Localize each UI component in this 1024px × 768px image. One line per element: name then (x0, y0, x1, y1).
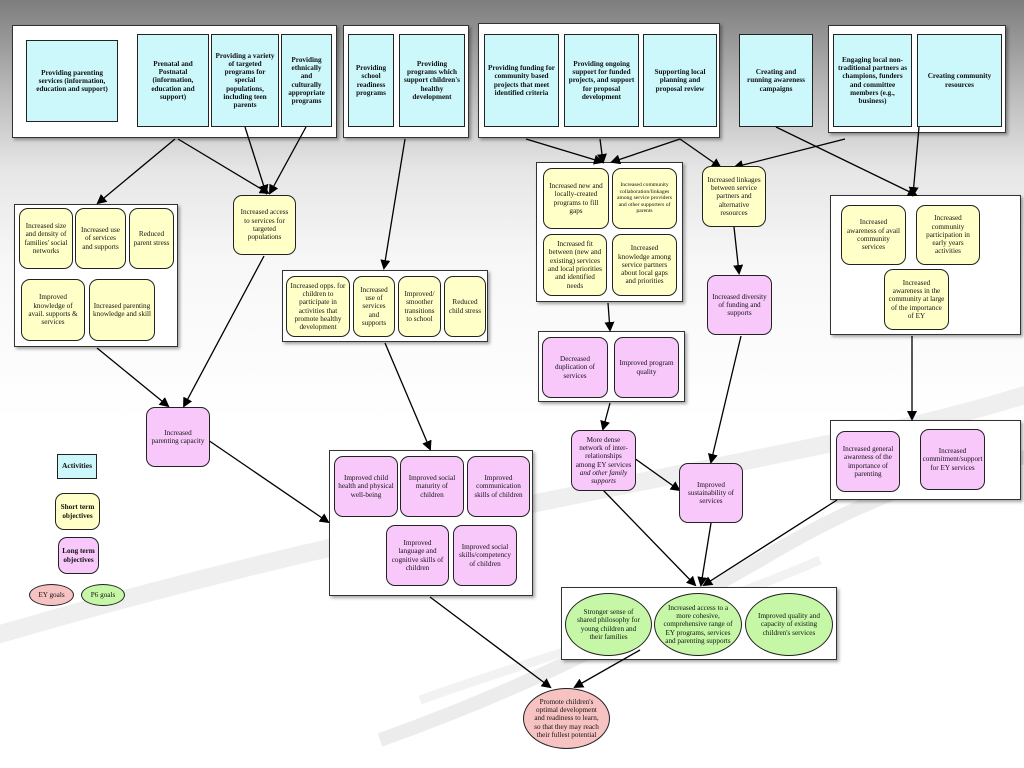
goal-shared-philosophy: Stronger sense of shared philosophy for … (565, 593, 652, 656)
activity-ongoing-support: Providing ongoing support for funded pro… (564, 34, 639, 127)
short-awareness-ey: Increased awareness in the community at … (884, 269, 949, 330)
long-commitment: Increased commitment/support for EY serv… (920, 429, 985, 490)
activity-prenatal-postnatal: Prenatal and Postnatal (information, edu… (137, 34, 209, 127)
long-dense-network: More dense network of inter-relationship… (571, 430, 636, 491)
long-health-wellbeing: Improved child health and physical well-… (334, 456, 398, 517)
short-community-participation: Increased community participation in ear… (916, 205, 980, 265)
legend-p6-goals: P6 goals (81, 584, 125, 606)
short-reduced-parent-stress: Reduced parent stress (129, 208, 174, 269)
short-linkages: Increased linkages between service partn… (702, 166, 766, 227)
short-access-targeted: Increased access to services for targete… (233, 195, 296, 255)
short-use-services-child: Increased use of services and supports (353, 276, 395, 337)
activity-healthy-development: Providing programs which support childre… (399, 34, 465, 127)
activity-funding-projects: Providing funding for community based pr… (484, 34, 559, 127)
short-use-services-family: Increased use of services and supports (75, 208, 126, 269)
short-opps-participate: Increased opps. for children to particip… (286, 276, 350, 337)
dense-network-text: More dense network of inter-relationship… (575, 435, 632, 469)
short-social-networks: Increased size and density of families' … (19, 208, 73, 269)
activity-local-planning: Supporting local planning and proposal r… (643, 34, 717, 127)
long-general-awareness: Increased general awareness of the impor… (836, 431, 900, 492)
short-improved-fit: Increased fit between (new and existing)… (543, 234, 607, 296)
long-communication: Improved communication skills of childre… (467, 456, 530, 517)
short-transitions: Improved/ smoother transitions to school (398, 276, 441, 337)
short-child-stress: Reduced child stress (444, 276, 486, 337)
dense-network-italic-text: and other family supports (579, 468, 628, 486)
legend-activities: Activities (57, 454, 97, 479)
legend-long-term: Long term objectives (58, 537, 99, 574)
long-sustainability: Improved sustainability of services (679, 463, 743, 523)
short-knowledge-gaps: Increased knowledge among service partne… (612, 234, 677, 296)
short-knowledge-supports: Improved knowledge of avail. supports & … (21, 279, 85, 341)
activity-school-readiness: Providing school readiness programs (348, 34, 394, 127)
legend-ey-goals: EY goals (29, 584, 74, 606)
legend-short-term: Short term objectives (55, 493, 100, 530)
goal-optimal-development: Promote children's optimal development a… (523, 688, 610, 749)
long-social-competency: Improved social skills/competency of chi… (453, 525, 517, 586)
goal-quality-capacity: Improved quality and capacity of existin… (745, 593, 833, 656)
goal-cohesive-range: Increased access to a more cohesive, com… (654, 593, 742, 656)
long-program-quality: Improved program quality (614, 337, 679, 398)
short-parenting-knowledge: Increased parenting knowledge and skill (89, 279, 155, 341)
activity-awareness-campaigns: Creating and running awareness campaigns (739, 34, 813, 127)
long-reduced-duplication: Decreased duplication of services (542, 337, 608, 398)
short-new-programs: Increased new and locally-created progra… (543, 168, 609, 229)
long-diversity-funding: Increased diversity of funding and suppo… (707, 275, 772, 335)
long-parenting-capacity: Increased parenting capacity (146, 407, 210, 467)
long-social-maturity: Improved social maturity of children (400, 456, 464, 517)
long-language-cognitive: Improved language and cognitive skills o… (386, 525, 449, 586)
activity-engaging-partners: Engaging local non-traditional partners … (833, 34, 912, 127)
short-collaboration: Increased community collaboration/linkag… (612, 168, 677, 229)
activity-targeted-programs: Providing a variety of targeted programs… (211, 34, 279, 127)
short-awareness-services: Increased awareness of avail community s… (841, 205, 906, 265)
activity-ethnic-programs: Providing ethnically and culturally appr… (281, 34, 332, 127)
activity-community-resources: Creating community resources (917, 34, 1002, 127)
activity-parenting-services: Providing parenting services (informatio… (26, 40, 118, 122)
